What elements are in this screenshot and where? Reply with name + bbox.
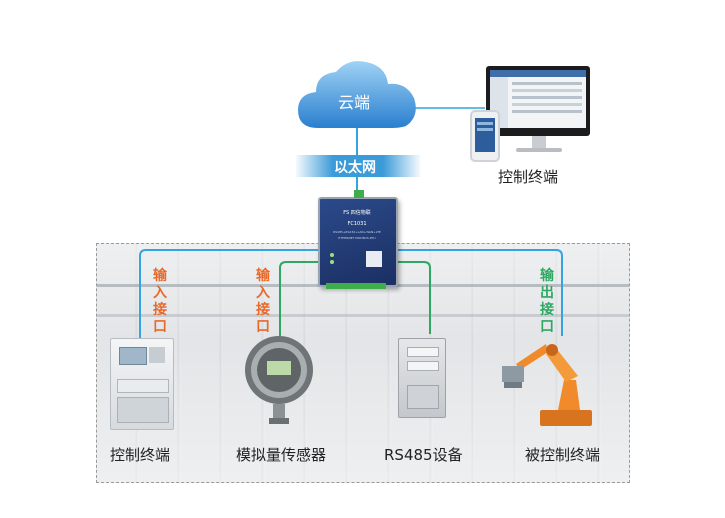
monitor-screen <box>490 70 586 128</box>
device-label-controlled-terminal: 被控制终端 <box>525 446 601 464</box>
led-indicator-icon <box>330 260 334 264</box>
top-terminal-label: 控制终端 <box>498 168 559 186</box>
control-terminal-device <box>110 338 174 430</box>
ethernet-label: 以太网 <box>334 160 376 176</box>
ethernet-band <box>296 155 420 177</box>
interface-label-left: 输入接口 <box>153 268 167 335</box>
gateway-device: FS 四信物联 FC1031 RS485+RS232+LAN+WAN+LTE E… <box>318 197 398 287</box>
monitor-base <box>516 148 562 152</box>
device-label-rs485: RS485设备 <box>384 446 463 464</box>
rs485-device <box>398 338 446 418</box>
gateway-brand: FS 四信物联 <box>343 210 371 216</box>
gateway-antenna-port <box>354 190 364 198</box>
gateway-line1: RS485+RS232+LAN+WAN+LTE <box>333 230 381 234</box>
monitor-stand <box>532 136 546 148</box>
gateway-to-rs485-line <box>392 261 431 334</box>
analog-sensor-device <box>245 336 313 424</box>
phone-icon <box>470 110 500 162</box>
ceiling-beam <box>97 314 629 317</box>
device-label-control-terminal: 控制终端 <box>110 446 171 464</box>
interface-label-middle: 输入接口 <box>256 268 270 335</box>
gateway-to-control-terminal-line <box>139 249 320 338</box>
gateway-line2: ETHERNET MODBUS RTU <box>338 236 376 240</box>
gateway-terminal-block <box>326 283 386 289</box>
interface-label-right: 输出接口 <box>540 268 554 335</box>
gateway-to-sensor-line <box>279 261 320 336</box>
qr-code-icon <box>366 251 382 267</box>
gateway-model: FC1031 <box>347 221 367 227</box>
robot-arm-device <box>502 344 592 426</box>
led-indicator-icon <box>330 253 334 257</box>
meter-display <box>119 347 147 365</box>
gateway-to-robot-line <box>392 249 563 336</box>
device-label-analog-sensor: 模拟量传感器 <box>236 446 327 464</box>
monitor-icon <box>486 66 590 136</box>
cloud-icon <box>298 61 416 128</box>
cloud-label: 云端 <box>338 93 371 112</box>
